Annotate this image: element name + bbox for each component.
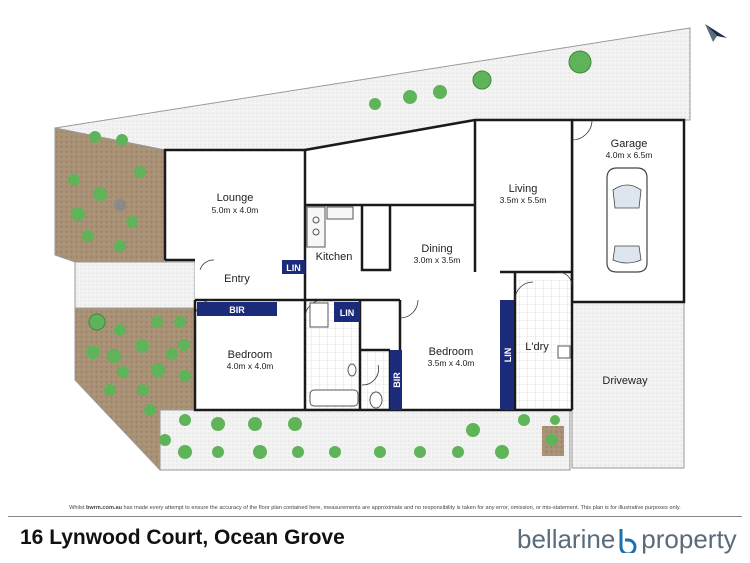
living-floor <box>305 120 572 272</box>
lin-entry-tag <box>282 260 305 274</box>
plant-icon <box>68 50 592 459</box>
bir-bed2-label: BIR <box>392 372 402 388</box>
room-label-garage: Garage <box>611 138 648 150</box>
room-dims-dining: 3.0m x 3.5m <box>414 255 461 265</box>
bathroom-fixtures <box>309 302 571 409</box>
room-label-bedroom2: Bedroom <box>429 346 474 358</box>
room-label-dining: Dining <box>421 243 452 255</box>
room-dims-bedroom2: 3.5m x 4.0m <box>428 358 475 368</box>
laundry-floor <box>515 280 572 410</box>
lin-laundry-label: LIN <box>503 348 513 363</box>
room-label-driveway: Driveway <box>602 375 648 387</box>
bedroom2-floor <box>400 300 500 410</box>
left-garden-top <box>54 127 166 263</box>
floor-plan: LIN LIN BIR BIR LIN Lounge 5.0m x 4.0m E… <box>54 24 727 471</box>
bir-bed1-label: BIR <box>229 305 245 315</box>
brand-name-left: bellarine <box>517 524 616 554</box>
kitchen-bench <box>306 206 354 248</box>
lin-hall-label: LIN <box>340 308 355 318</box>
property-address: 16 Lynwood Court, Ocean Grove <box>20 526 345 549</box>
room-label-kitchen: Kitchen <box>316 251 353 263</box>
side-path <box>74 261 196 309</box>
bir-bed2-tag <box>390 350 402 410</box>
room-label-entry: Entry <box>224 273 250 285</box>
footer-divider <box>8 516 742 517</box>
car-icon <box>606 167 648 273</box>
disclaimer-post: has made every attempt to ensure the acc… <box>122 505 681 511</box>
disclaimer: Whilst bwrm.com.au has made every attemp… <box>0 505 750 511</box>
room-dims-lounge: 5.0m x 4.0m <box>212 205 259 215</box>
room-label-laundry: L'dry <box>525 341 549 353</box>
front-path <box>159 409 571 471</box>
north-arrow-icon <box>705 24 727 42</box>
lounge-floor <box>165 150 305 260</box>
doors <box>194 119 593 386</box>
room-dims-living: 3.5m x 5.5m <box>500 195 547 205</box>
disclaimer-pre: Whilst <box>69 505 86 511</box>
room-dims-bedroom1: 4.0m x 4.0m <box>227 361 274 371</box>
room-label-bedroom1: Bedroom <box>228 349 273 361</box>
brand-logo: bellarine property <box>517 524 737 555</box>
room-label-living: Living <box>509 183 538 195</box>
brand-mark-icon <box>619 528 637 553</box>
room-label-lounge: Lounge <box>217 192 254 204</box>
lin-hall-tag <box>334 302 360 322</box>
room-dims-garage: 4.0m x 6.5m <box>606 150 653 160</box>
lin-entry-label: LIN <box>286 263 301 273</box>
disclaimer-site: bwrm.com.au <box>85 505 122 511</box>
lin-laundry-tag <box>500 300 514 410</box>
driveway-area <box>571 301 685 469</box>
bir-bed1-tag <box>197 302 277 316</box>
brand-name-right: property <box>641 524 737 554</box>
bedroom1-floor <box>195 300 305 410</box>
